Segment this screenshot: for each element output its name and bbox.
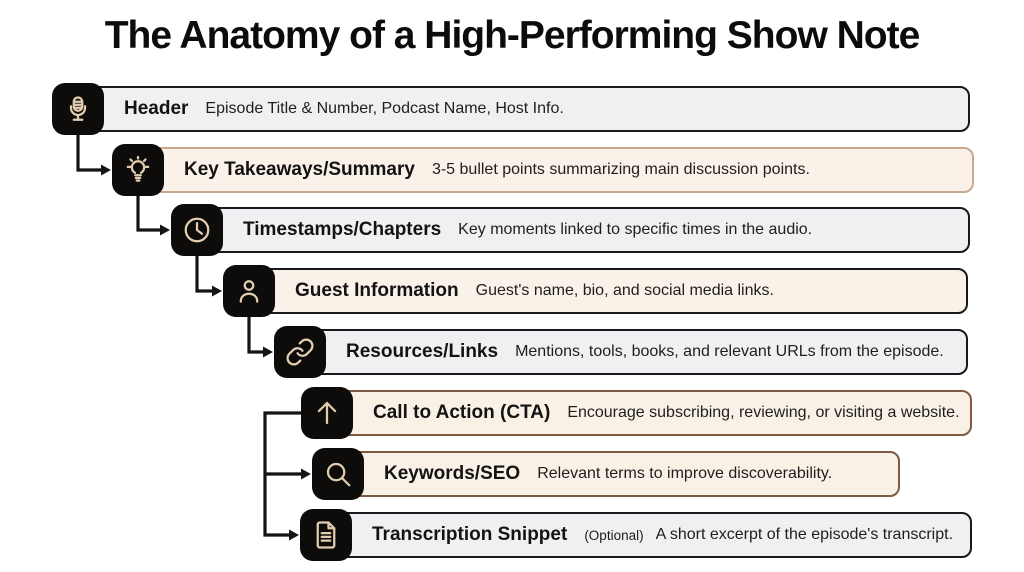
row-title: Keywords/SEO: [384, 463, 521, 484]
row-description: A short excerpt of the episode's transcr…: [655, 526, 954, 543]
microphone-icon: [52, 83, 104, 135]
row-title: Key Takeaways/Summary: [184, 159, 415, 180]
row-header: Header Episode Title & Number, Podcast N…: [52, 83, 970, 135]
row-key-takeaways: Key Takeaways/Summary 3-5 bullet points …: [112, 144, 974, 196]
row-description: 3-5 bullet points summarizing main discu…: [431, 161, 810, 178]
row-title: Call to Action (CTA): [373, 402, 551, 423]
row-description: Mentions, tools, books, and relevant URL…: [515, 343, 944, 360]
row-timestamps: Timestamps/Chapters Key moments linked t…: [171, 204, 970, 256]
row-title: Resources/Links: [346, 341, 499, 362]
row-title-suffix: (Optional): [584, 527, 644, 543]
row-description: Guest's name, bio, and social media link…: [475, 282, 774, 299]
person-icon: [223, 265, 275, 317]
row-description: Episode Title & Number, Podcast Name, Ho…: [205, 100, 564, 117]
row-resources-links: Resources/Links Mentions, tools, books, …: [274, 326, 968, 378]
clock-icon: [171, 204, 223, 256]
row-resources-links-box: Resources/Links Mentions, tools, books, …: [296, 329, 968, 375]
row-transcription-snippet-box: Transcription Snippet (Optional) A short…: [322, 512, 972, 558]
row-title: Guest Information: [295, 280, 459, 301]
row-transcription-snippet: Transcription Snippet (Optional) A short…: [300, 509, 972, 561]
link-icon: [274, 326, 326, 378]
row-guest-information-box: Guest Information Guest's name, bio, and…: [245, 268, 968, 314]
row-description: Key moments linked to specific times in …: [458, 221, 813, 238]
page-title: The Anatomy of a High-Performing Show No…: [104, 14, 921, 57]
row-timestamps-box: Timestamps/Chapters Key moments linked t…: [193, 207, 970, 253]
row-call-to-action-box: Call to Action (CTA) Encourage subscribi…: [323, 390, 972, 436]
row-title: Transcription Snippet: [372, 524, 568, 545]
row-keywords-seo: Keywords/SEO Relevant terms to improve d…: [312, 448, 900, 500]
row-call-to-action: Call to Action (CTA) Encourage subscribi…: [301, 387, 972, 439]
lightbulb-icon: [112, 144, 164, 196]
row-description: Encourage subscribing, reviewing, or vis…: [567, 404, 960, 421]
row-header-box: Header Episode Title & Number, Podcast N…: [74, 86, 970, 132]
row-title: Timestamps/Chapters: [243, 219, 442, 240]
document-icon: [300, 509, 352, 561]
arrow-up-icon: [301, 387, 353, 439]
row-description: Relevant terms to improve discoverabilit…: [537, 465, 833, 482]
search-icon: [312, 448, 364, 500]
row-keywords-seo-box: Keywords/SEO Relevant terms to improve d…: [334, 451, 900, 497]
row-key-takeaways-box: Key Takeaways/Summary 3-5 bullet points …: [134, 147, 974, 193]
row-title: Header: [124, 98, 189, 119]
row-guest-information: Guest Information Guest's name, bio, and…: [223, 265, 968, 317]
